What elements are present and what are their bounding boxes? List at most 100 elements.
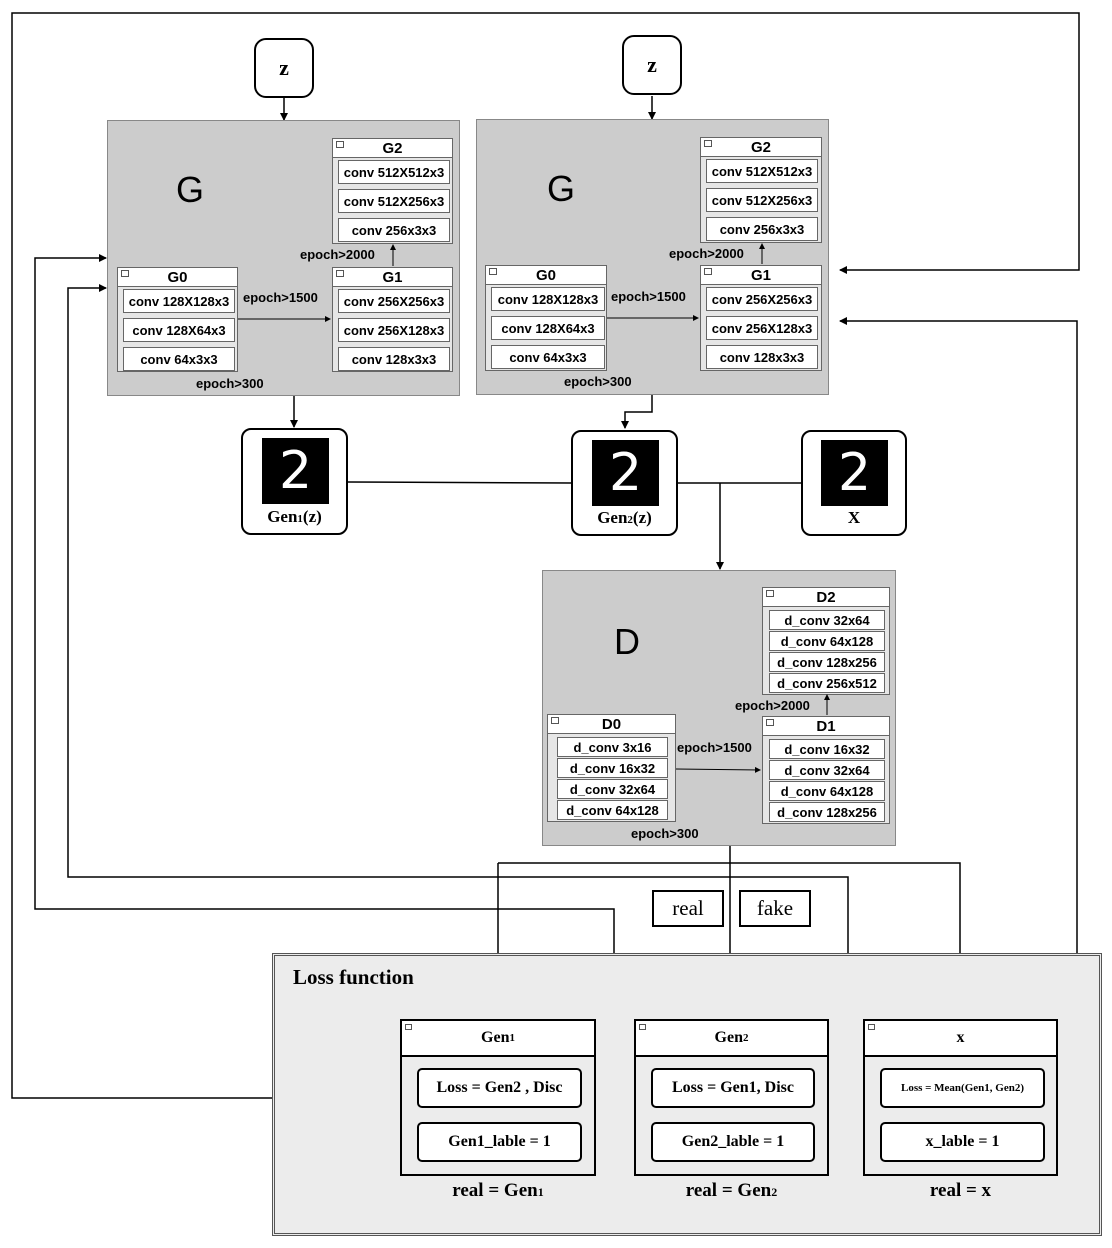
generator-panel-left: G -G2 conv 512X512x3 conv 512X256x3 conv… (107, 120, 460, 396)
caption-tail: (z) (302, 507, 322, 526)
feedback-gen1-to-g-right (11, 12, 1080, 1099)
caption-tail: (z) (632, 508, 652, 527)
block-g1-header: - G1 (333, 268, 452, 287)
collapse-icon: - (489, 268, 497, 275)
epoch-label: epoch>1500 (243, 290, 318, 305)
loss-formula: Loss = Mean(Gen1, Gen2) (880, 1068, 1045, 1108)
layer-item: conv 512X512x3 (706, 159, 818, 183)
block-g2: -G2 conv 512X512x3 conv 512X256x3 conv 2… (332, 138, 453, 244)
z-input-right: z (622, 35, 682, 95)
block-g1-title: G1 (382, 268, 403, 286)
header-main: Gen (714, 1029, 743, 1046)
layer-item: d_conv 128x256 (769, 802, 885, 822)
collapse-icon: - (704, 268, 712, 275)
layer-item: conv 64x3x3 (491, 345, 605, 369)
line-gen1-gen2 (347, 481, 573, 484)
layer-item: d_conv 16x32 (557, 758, 668, 778)
block-d0: -D0 d_conv 3x16 d_conv 16x32 d_conv 32x6… (547, 714, 676, 822)
loss-box-gen1: -Gen1 Loss = Gen2 , Disc Gen1_lable = 1 (400, 1019, 596, 1176)
layer-item: d_conv 64x128 (557, 800, 668, 820)
label-formula: Gen1_lable = 1 (417, 1122, 582, 1162)
z-input-left: z (254, 38, 314, 98)
z-label: z (647, 52, 657, 77)
epoch-label: epoch>300 (564, 374, 632, 389)
collapse-icon: - (704, 140, 712, 147)
collapse-icon: - (766, 719, 774, 726)
block-g2: - G2 conv 512X512x3 conv 512X256x3 conv 2… (700, 137, 822, 243)
epoch-label: epoch>1500 (677, 740, 752, 755)
header-main: Gen (481, 1029, 510, 1046)
epoch-label: epoch>300 (196, 376, 264, 391)
arrow-g-to-gen2 (621, 395, 653, 429)
caption-main: Gen (597, 508, 628, 527)
block-d1-header: - D1 (763, 717, 889, 736)
collapse-icon: - (336, 270, 344, 277)
collapse-icon: - (336, 141, 344, 148)
real-assignment-x: real = x (929, 1180, 992, 1201)
collapse-icon: - (868, 1024, 875, 1030)
loss-box-header: -Gen2 (636, 1021, 827, 1057)
layer-item: conv 128x3x3 (338, 347, 450, 371)
layer-item: conv 128X64x3 (123, 318, 235, 342)
epoch-label: epoch>300 (631, 826, 699, 841)
loss-box-header: -Gen1 (402, 1021, 594, 1057)
real-assignment-gen1: real = Gen1 (400, 1180, 596, 1202)
layer-item: d_conv 32x64 (769, 760, 885, 780)
block-d2-title: D2 (816, 588, 836, 606)
layer-item: conv 128x3x3 (706, 345, 818, 369)
layer-item: conv 256x3x3 (338, 218, 450, 242)
block-d1-title: D1 (816, 717, 836, 735)
under-sub: 2 (771, 1185, 778, 1199)
loss-box-gen2: -Gen2 Loss = Gen1, Disc Gen2_lable = 1 (634, 1019, 829, 1176)
generator-title: G (176, 169, 205, 210)
block-g0-header: -G0 (118, 268, 237, 287)
header-main: x (956, 1029, 965, 1046)
layer-item: conv 256x3x3 (706, 217, 818, 241)
collapse-icon: - (766, 590, 774, 597)
block-g1: -G1 conv 256X256x3 conv 256X128x3 conv 1… (332, 267, 453, 372)
gen2-caption: Gen2(z) (573, 508, 676, 528)
gen1-output-node: 2 Gen1(z) (241, 428, 348, 535)
layer-item: conv 128X128x3 (491, 287, 605, 311)
under-sub: 1 (537, 1185, 544, 1199)
layer-item: conv 256X256x3 (706, 287, 818, 311)
label-formula: Gen2_lable = 1 (651, 1122, 815, 1162)
block-g0: -G0 conv 128X128x3 conv 128X64x3 conv 64… (117, 267, 238, 372)
generator-title: G (547, 168, 576, 209)
layer-item: d_conv 256x512 (769, 673, 885, 693)
under-main: real = Gen (685, 1180, 772, 1201)
layer-item: conv 512X256x3 (706, 188, 818, 212)
label-formula: x_lable = 1 (880, 1122, 1045, 1162)
collapse-icon: - (405, 1024, 412, 1030)
block-d2: -D2 d_conv 32x64 d_conv 64x128 d_conv 12… (762, 587, 890, 695)
fake-tag: fake (739, 890, 811, 927)
block-g1: -G1 conv 256X256x3 conv 256X128x3 conv 1… (700, 265, 822, 371)
caption-main: Gen (267, 507, 298, 526)
block-d0-title: D0 (601, 715, 622, 733)
digit-image: 2 (262, 438, 329, 504)
loss-box-x: - x Loss = Mean(Gen1, Gen2) x_lable = 1 (863, 1019, 1058, 1176)
block-g2-title: G2 (750, 138, 771, 156)
block-g1-header: - G1 (701, 266, 821, 285)
generator-inner-arrows (607, 243, 765, 321)
layer-item: conv 64x3x3 (123, 347, 235, 371)
layer-item: conv 256X128x3 (338, 318, 450, 342)
block-g2-header: - G2 (701, 138, 821, 157)
discriminator-title: D (614, 621, 640, 662)
generator-panel-right: G - G2 conv 512X512x3 conv 512X256x3 conv… (476, 119, 829, 395)
discriminator-panel: D - D2 d_conv 32x64 d_conv 64x128 d_conv … (542, 570, 896, 846)
generator-inner-arrows (238, 244, 396, 322)
layer-item: d_conv 32x64 (769, 610, 885, 630)
loss-formula: Loss = Gen2 , Disc (417, 1068, 582, 1108)
block-d1: -D1 d_conv 16x32 d_conv 32x64 d_conv 64x… (762, 716, 890, 824)
layer-item: d_conv 16x32 (769, 739, 885, 759)
caption-sub: 2 (627, 514, 633, 526)
layer-item: d_conv 32x64 (557, 779, 668, 799)
layer-item: conv 128X128x3 (123, 289, 235, 313)
block-g1-title: G1 (750, 266, 771, 284)
epoch-label: epoch>2000 (735, 698, 810, 713)
block-g2-title: G2 (382, 139, 403, 157)
epoch-label: epoch>2000 (300, 247, 375, 262)
x-caption: X (847, 508, 861, 527)
loss-formula: Loss = Gen1, Disc (651, 1068, 815, 1108)
